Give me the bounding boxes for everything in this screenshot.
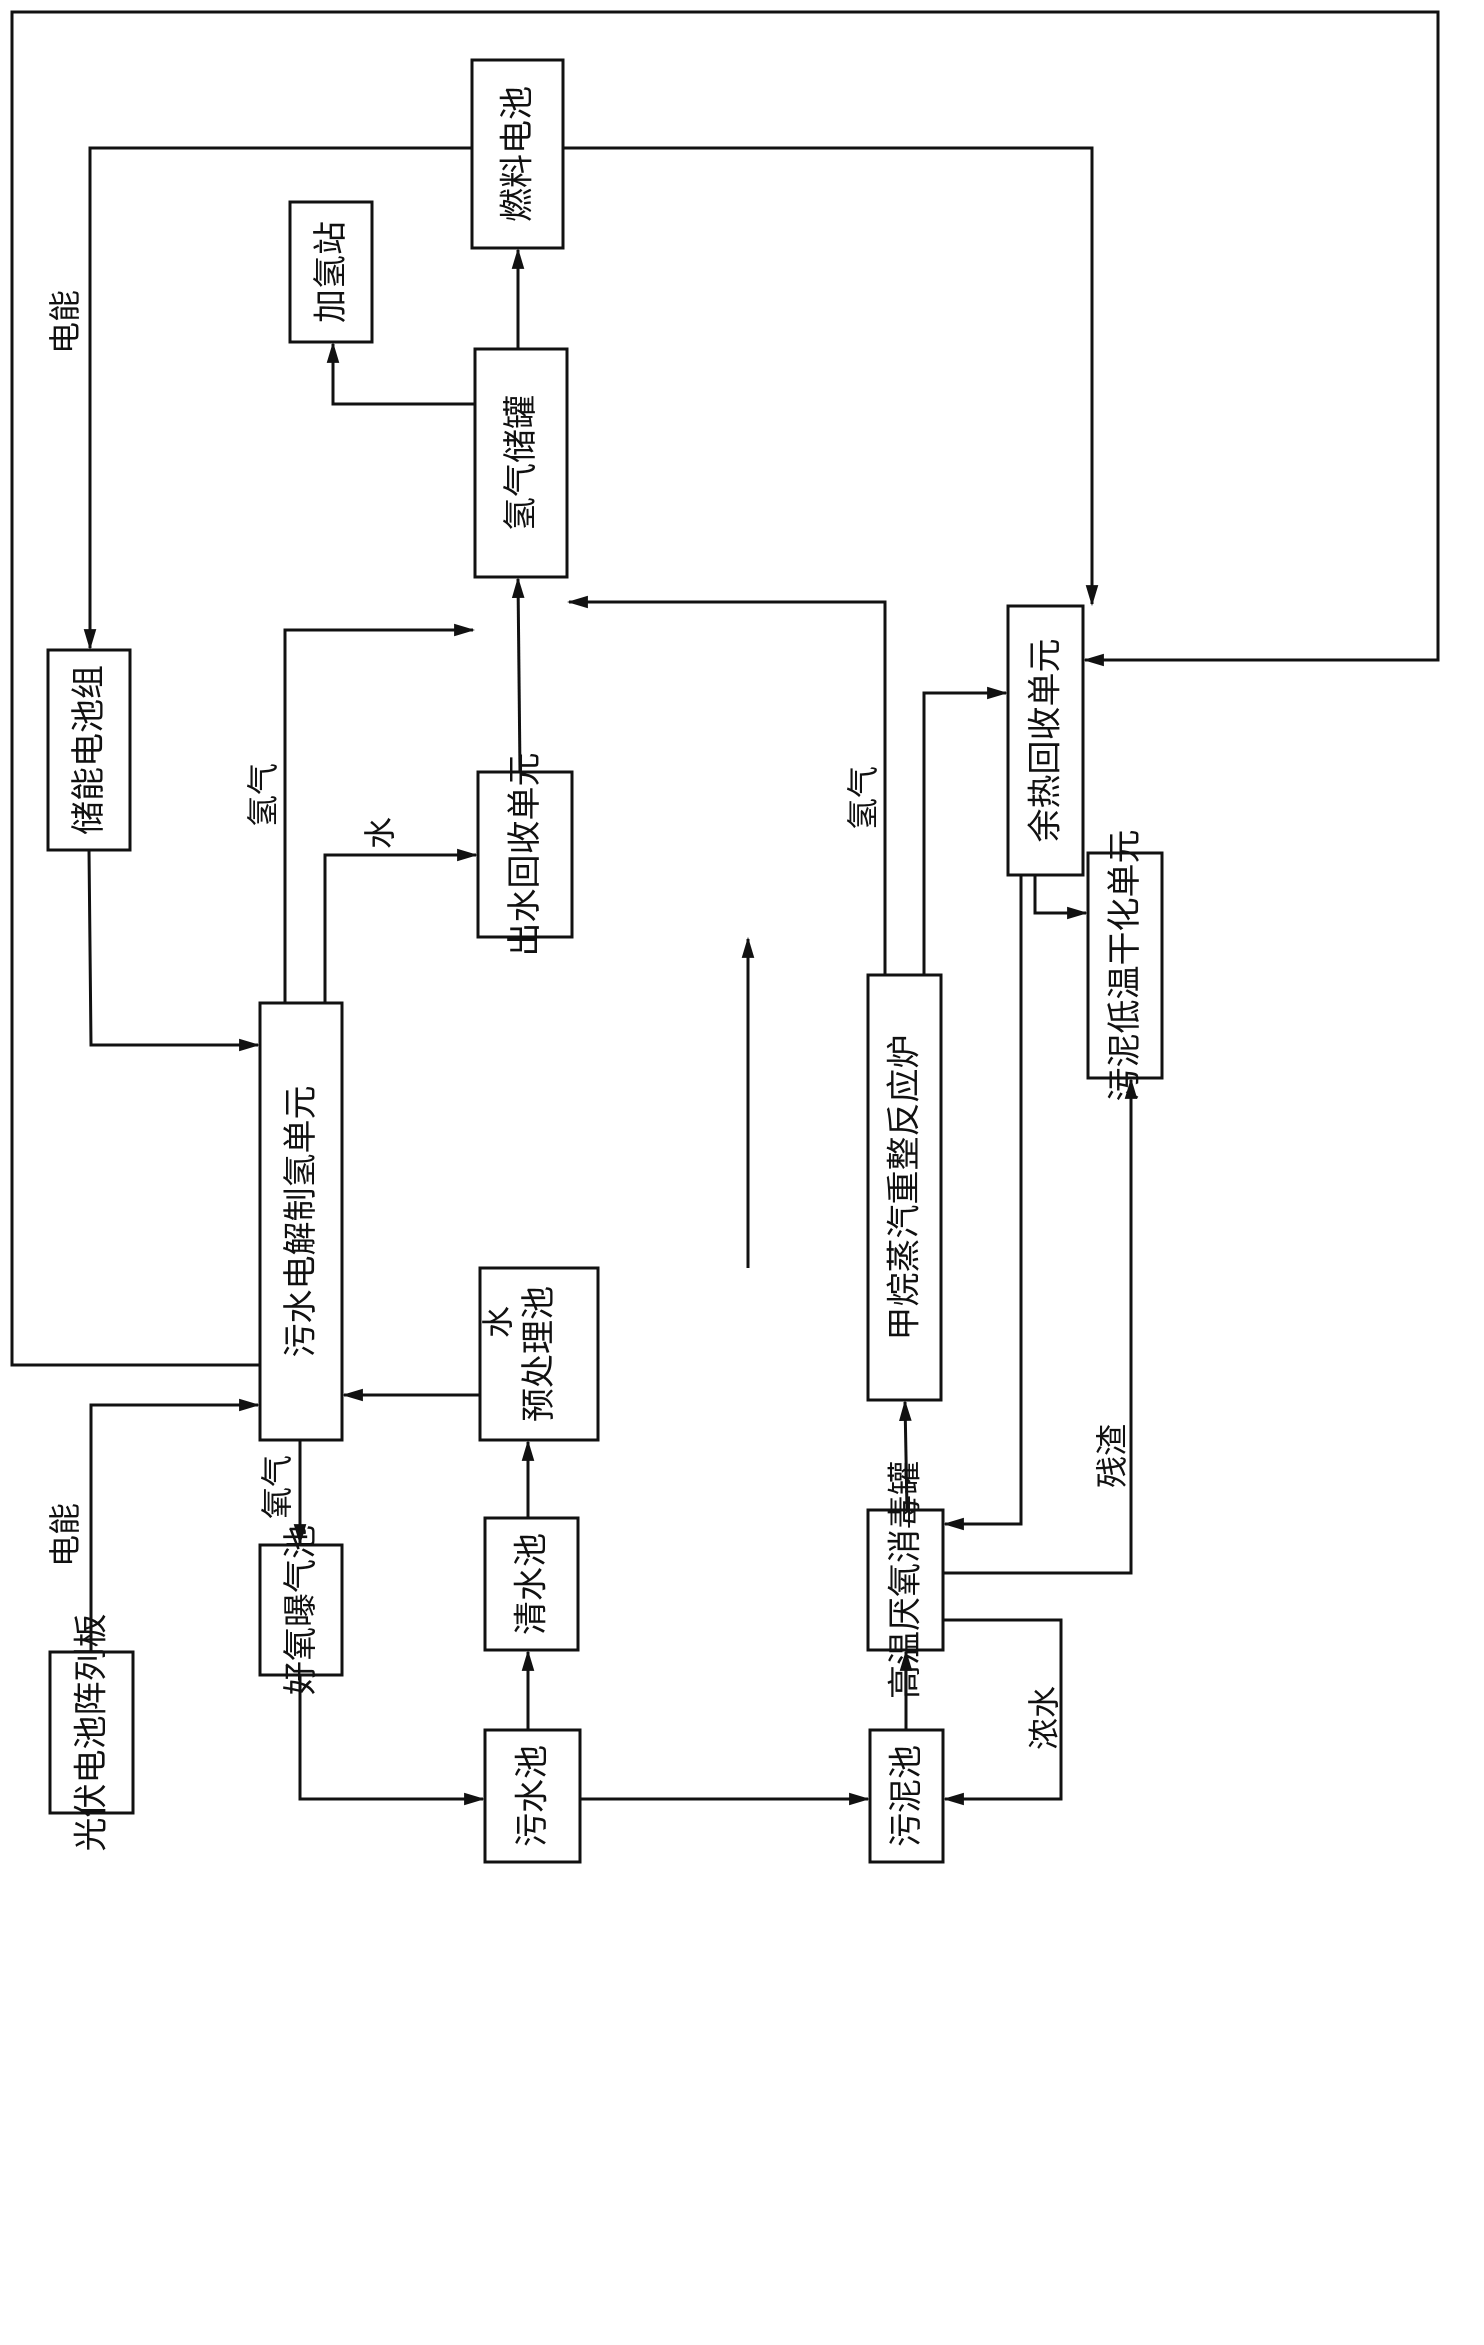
flow-label-residue: 残渣 (1093, 1424, 1131, 1488)
node-label: 加氢站 (311, 221, 351, 323)
node-label: 污泥低温干化单元 (1105, 830, 1145, 1102)
edge-water-recovery-tank (511, 576, 525, 773)
flow-label-hydrogen-right: 氢气 (844, 766, 882, 830)
node-clean-tank: 清水池 (483, 1516, 580, 1652)
node-pv-array: 光伏电池阵列板 (48, 1614, 135, 1852)
node-label: 光伏电池阵列板 (72, 1614, 112, 1852)
edge-anaerobic-drying (943, 1077, 1138, 1575)
nodes: 燃料电池 加氢站 氢气储罐 储能电池组 出水回收单元 余热回收单元 污水电解制氢… (46, 58, 1164, 1864)
edge-pv-electrolysis (89, 1398, 261, 1652)
edge-electrolysis-water-recovery (323, 848, 479, 1003)
flow-label-concentrate: 浓水 (1025, 1686, 1063, 1750)
node-aeration-tank: 好氧曝气池 (258, 1525, 344, 1695)
node-label: 高温厌氧消毒罐 (886, 1461, 926, 1699)
node-heat-recovery: 余热回收单元 (1006, 604, 1085, 877)
edge-electrolysis-tank (283, 623, 476, 1003)
flow-labels: 电能 氢气 水 水 氢气 电能 氧气 残渣 浓水 (46, 290, 1131, 1750)
edge-anaerobic-sludge-concentrate (942, 1618, 1063, 1806)
node-battery-pack: 储能电池组 (46, 648, 132, 852)
flow-label-water-mid: 水 (479, 1306, 517, 1338)
node-label: 氢气储罐 (501, 395, 541, 531)
flow-label-water-top: 水 (361, 817, 399, 849)
node-sludge-tank: 污泥池 (868, 1728, 945, 1864)
edge-fuel-cell-heat-recovery (563, 146, 1099, 607)
node-pretreatment: 预处理池 (478, 1266, 600, 1442)
edge-smr-heat-recovery (922, 686, 1009, 975)
flow-label-hydrogen-left: 氢气 (244, 763, 282, 827)
node-label: 好氧曝气池 (281, 1525, 321, 1695)
edge-smr-tank (566, 595, 887, 975)
node-label: 余热回收单元 (1026, 639, 1066, 843)
edge-tank-station (326, 341, 475, 406)
edge-aeration-sewage (298, 1675, 486, 1806)
node-anaerobic-tank: 高温厌氧消毒罐 (866, 1461, 945, 1699)
connectors (10, 10, 1440, 1806)
node-label: 污水池 (513, 1745, 553, 1847)
edge-electrolysis-heat-recovery (10, 10, 1440, 1367)
node-label: 预处理池 (519, 1286, 559, 1422)
node-fuel-cell: 燃料电池 (470, 58, 565, 250)
flow-label-electricity-bottom: 电能 (46, 1503, 84, 1567)
node-label: 燃料电池 (498, 86, 538, 222)
node-label: 清水池 (512, 1533, 552, 1635)
node-sewage-tank: 污水池 (483, 1728, 582, 1864)
edge-heat-recovery-drying (1033, 875, 1089, 920)
node-label: 污泥池 (887, 1745, 927, 1847)
node-label: 出水回收单元 (505, 753, 545, 957)
flow-label-oxygen: 氧气 (258, 1455, 296, 1519)
edge-heat-recovery-anaerobic (942, 875, 1023, 1531)
node-label: 污水电解制氢单元 (281, 1086, 321, 1358)
edge-anaerobic-smr (899, 1399, 912, 1511)
node-hydrogen-station: 加氢站 (288, 200, 374, 344)
node-water-recovery: 出水回收单元 (476, 753, 574, 957)
node-label: 甲烷蒸汽重整反应炉 (885, 1035, 925, 1341)
node-sludge-drying: 污泥低温干化单元 (1086, 830, 1164, 1102)
edge-battery-electrolysis (87, 849, 261, 1052)
node-smr-reactor: 甲烷蒸汽重整反应炉 (866, 973, 943, 1402)
flow-label-electricity-top: 电能 (46, 290, 84, 354)
node-label: 储能电池组 (69, 665, 109, 835)
node-hydrogen-tank: 氢气储罐 (473, 347, 569, 579)
node-electrolysis: 污水电解制氢单元 (258, 1001, 344, 1442)
edge-fuel-cell-battery (83, 146, 472, 651)
